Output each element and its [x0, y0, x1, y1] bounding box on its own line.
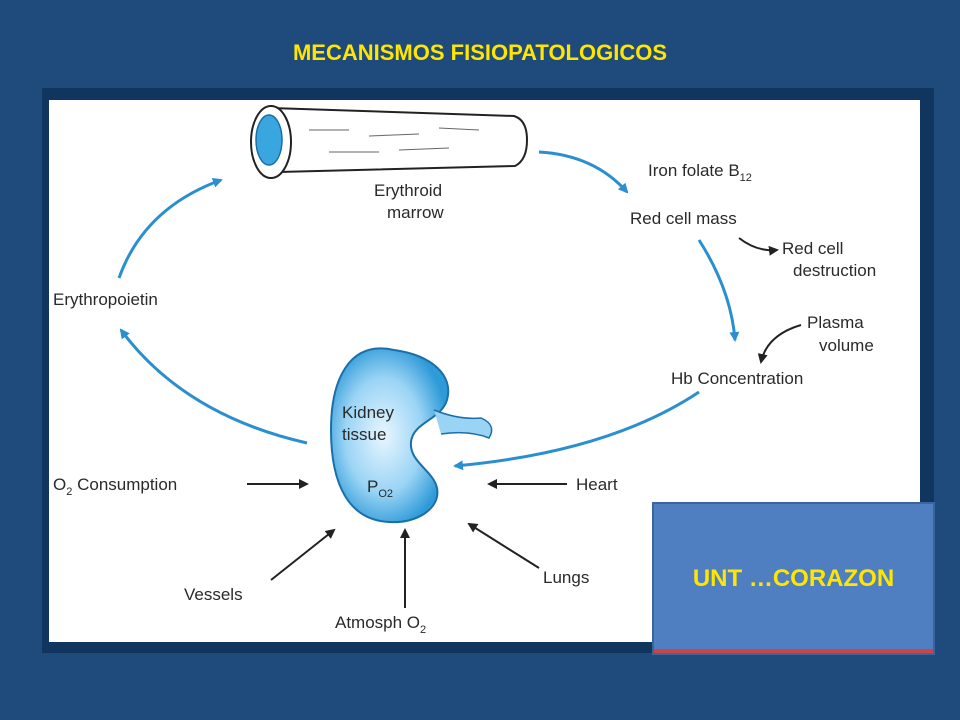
iron-folate-label: Iron folate B12	[648, 161, 752, 184]
diagram-svg: Erythroid marrow Iron folate B12 Red cel…	[53, 105, 876, 636]
red-cell-destruction-line1: Red cell	[782, 239, 843, 258]
kidney-po2-label: PO2	[367, 477, 393, 500]
arrow-vessels	[270, 528, 336, 581]
plasma-volume-line1: Plasma	[807, 313, 864, 332]
o2-consumption-label: O2 Consumption	[53, 475, 177, 498]
kidney-illustration	[329, 347, 493, 524]
bone-label-line1: Erythroid	[374, 181, 442, 200]
kidney-tissue-line1: Kidney	[342, 403, 394, 422]
arrow-red-cell-destruction	[738, 237, 779, 256]
kidney-po2-subscript: O2	[378, 488, 393, 500]
o2-consumption-rest: Consumption	[72, 475, 177, 494]
iron-folate-subscript: 12	[740, 172, 752, 184]
kidney-po2-text: P	[367, 477, 378, 496]
o2-consumption-o: O	[53, 475, 66, 494]
arrow-plasma-volume	[757, 324, 802, 364]
atmosph-subscript: 2	[420, 624, 426, 636]
arrow-kidney-to-epo	[119, 328, 308, 445]
footer-label-box: UNT …CORAZON	[652, 502, 935, 655]
bone-label-line2: marrow	[387, 203, 444, 222]
hb-concentration-label: Hb Concentration	[671, 369, 803, 388]
lungs-label: Lungs	[543, 568, 589, 587]
atmosph-label: Atmosph O2	[335, 613, 426, 636]
footer-label: UNT …CORAZON	[692, 564, 895, 592]
arrow-redcell-to-hb	[697, 239, 740, 342]
red-cell-destruction-line2: destruction	[793, 261, 876, 280]
kidney-tissue-line2: tissue	[342, 425, 386, 444]
arrow-lungs	[467, 522, 540, 569]
arrow-bone-to-iron	[538, 150, 629, 194]
slide-title: MECANISMOS FISIOPATOLOGICOS	[292, 40, 668, 65]
bone-illustration	[250, 105, 529, 179]
cycle-arrows	[117, 150, 740, 471]
iron-folate-text: Iron folate B	[648, 161, 740, 180]
erythropoietin-label: Erythropoietin	[53, 290, 158, 309]
arrow-epo-to-bone	[117, 178, 223, 279]
heart-label: Heart	[576, 475, 618, 494]
arrow-hb-to-kidney	[453, 390, 700, 471]
plasma-volume-line2: volume	[819, 336, 874, 355]
vessels-label: Vessels	[184, 585, 243, 604]
red-cell-mass-label: Red cell mass	[630, 209, 737, 228]
side-arrows	[247, 237, 802, 608]
o2-consumption-subscript: 2	[66, 486, 72, 498]
atmosph-text: Atmosph O	[335, 613, 420, 632]
